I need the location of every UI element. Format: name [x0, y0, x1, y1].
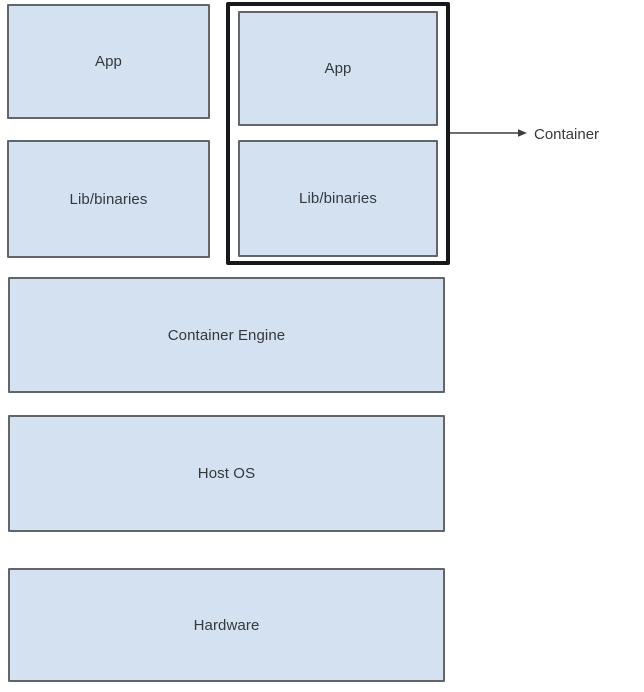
app-box-container: App [238, 11, 438, 126]
lib-binaries-box-container: Lib/binaries [238, 140, 438, 257]
lib-binaries-box-left: Lib/binaries [7, 140, 210, 258]
lib-binaries-box-container-label: Lib/binaries [299, 190, 377, 207]
app-box-left-label: App [95, 53, 122, 70]
container-callout-label: Container [534, 125, 599, 143]
container-frame: App Lib/binaries [226, 2, 450, 265]
app-box-container-label: App [324, 60, 352, 77]
container-callout-arrow-icon [450, 129, 527, 137]
host-os-box: Host OS [8, 415, 445, 532]
app-box-left: App [7, 4, 210, 119]
hardware-label: Hardware [193, 616, 260, 634]
container-engine-box: Container Engine [8, 277, 445, 393]
host-os-label: Host OS [197, 465, 256, 482]
hardware-box: Hardware [8, 568, 445, 682]
container-callout-label-text: Container [534, 125, 600, 143]
lib-binaries-box-left-label: Lib/binaries [69, 190, 148, 208]
container-engine-label: Container Engine [167, 326, 286, 344]
